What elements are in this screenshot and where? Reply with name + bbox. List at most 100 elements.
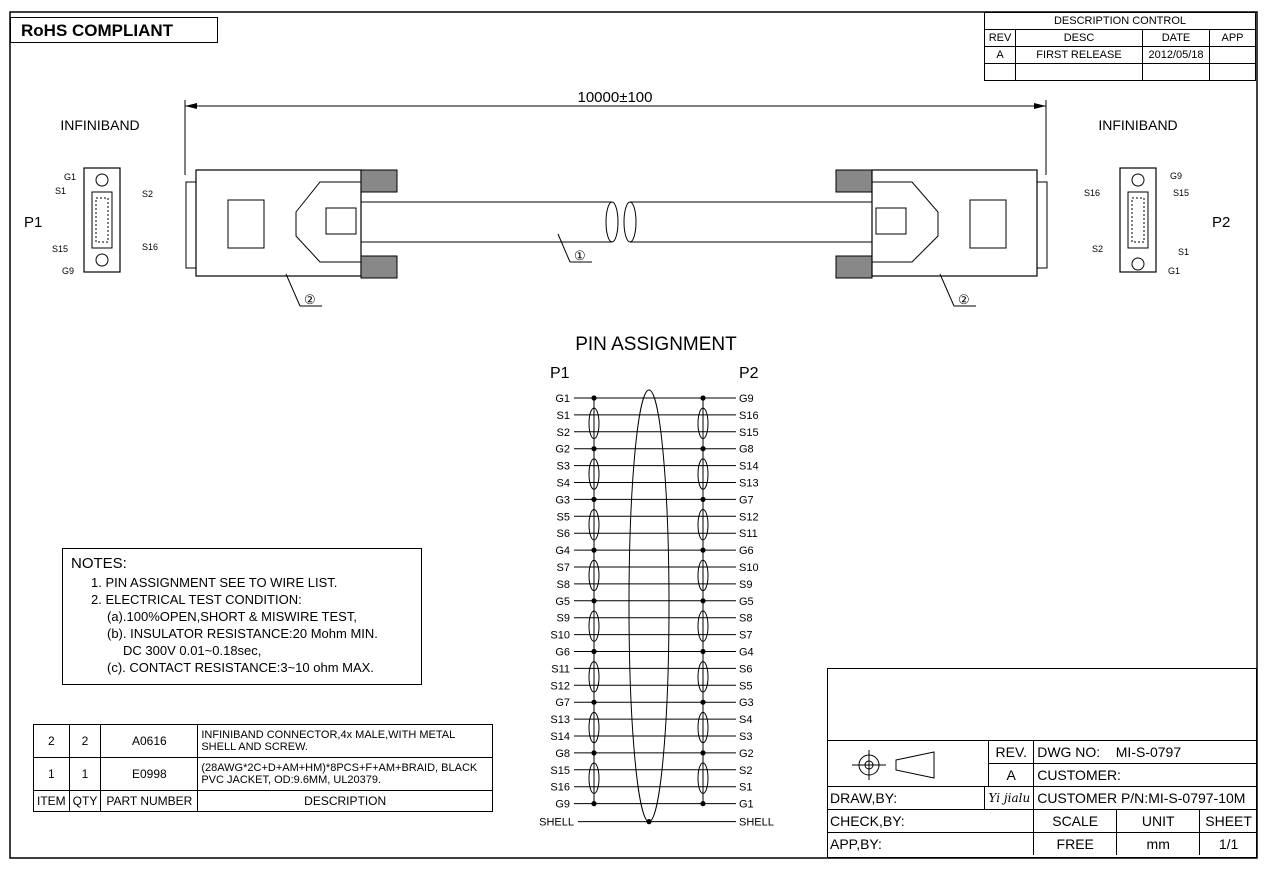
length-label: 10000±100 (578, 89, 653, 106)
pin-p2-label: P2 (739, 365, 759, 382)
p2-pin-label: SHELL (739, 817, 774, 829)
notes-box: NOTES: 1. PIN ASSIGNMENT SEE TO WIRE LIS… (62, 548, 422, 685)
length-dimension (184, 100, 1047, 175)
p2-pin-label: S4 (739, 714, 752, 726)
dc-rev: A (984, 46, 1016, 64)
bom-header-part: PART NUMBER (100, 790, 199, 812)
callout-2-left: ② (304, 292, 316, 307)
left-connector-body (185, 169, 398, 279)
p2-pin-label: S15 (739, 427, 759, 439)
bom-header-item: ITEM (33, 790, 70, 812)
p2-pin-s16: S16 (1084, 188, 1100, 198)
p1-pin-label: S1 (557, 410, 570, 422)
p2-pin-label: S3 (739, 731, 752, 743)
p2-pin-label: S1 (739, 782, 752, 794)
title-block: REV. DWG NO: MI-S-0797 A CUSTOMER: DRAW,… (827, 740, 1257, 855)
overall-shield-mark (628, 389, 670, 823)
draw-by-signature: Yi jialu (984, 786, 1035, 810)
p1-pin-label: S3 (557, 461, 570, 473)
unit-label: UNIT (1116, 809, 1201, 833)
dc-header-date: DATE (1142, 29, 1210, 47)
p1-pin-label: S16 (550, 782, 570, 794)
p1-pin-label: S14 (550, 731, 570, 743)
bom-part: A0616 (100, 724, 199, 758)
right-connector-body (835, 169, 1048, 279)
p2-pin-label: S14 (739, 461, 759, 473)
dc-desc: FIRST RELEASE (1015, 46, 1143, 64)
bom-header-desc: DESCRIPTION (197, 790, 493, 812)
dc-app (1209, 46, 1256, 64)
p1-pin-label: S9 (557, 613, 570, 625)
note-line: 2. ELECTRICAL TEST CONDITION: (91, 592, 302, 607)
note-line: (c). CONTACT RESISTANCE:3~10 ohm MAX. (107, 660, 374, 675)
p1-pin-label: S5 (557, 511, 570, 523)
customer-pn-label: CUSTOMER P/N: (1037, 790, 1149, 806)
p2-pin-g9: G9 (1170, 171, 1182, 181)
p2-pin-s15: S15 (1173, 188, 1189, 198)
p2-pin-label: G7 (739, 494, 754, 506)
p1-pin-label: G5 (555, 596, 570, 608)
p2-pin-label: G2 (739, 748, 754, 760)
p2-pin-label: G1 (739, 799, 754, 811)
p2-pin-label: S12 (739, 511, 759, 523)
p1-pin-label: G6 (555, 647, 570, 659)
description-control-table: DESCRIPTION CONTROL REV DESC DATE APP A … (984, 12, 1256, 81)
unit-value: mm (1116, 832, 1201, 855)
dwg-no: MI-S-0797 (1115, 744, 1182, 760)
p2-pin-label: S9 (739, 579, 752, 591)
p1-pin-label: S4 (557, 478, 570, 490)
callout-leaders (285, 233, 976, 307)
p2-pin-label: S10 (739, 562, 759, 574)
bom-qty: 1 (68, 757, 102, 791)
sheet-value: 1/1 (1199, 832, 1257, 855)
p1-connector-face (83, 167, 121, 273)
p2-pin-s2: S2 (1092, 244, 1103, 254)
bom-item: 1 (33, 757, 70, 791)
p2-pin-label: S8 (739, 613, 752, 625)
p2-pin-label: S7 (739, 630, 752, 642)
dc-header-app: APP (1209, 29, 1256, 47)
p2-pin-label: S13 (739, 478, 759, 490)
bom-part: E0998 (100, 757, 199, 791)
p1-pin-g9: G9 (62, 266, 74, 276)
check-by-label: CHECK,BY: (827, 809, 1035, 833)
bom-item: 2 (33, 724, 70, 758)
p1-pin-label: S6 (557, 528, 570, 540)
note-line: (b). INSULATOR RESISTANCE:20 Mohm MIN. (107, 626, 378, 641)
p2-pin-label: G6 (739, 545, 754, 557)
p1-label: P1 (24, 214, 42, 231)
dc-date: 2012/05/18 (1142, 46, 1210, 64)
rohs-badge: RoHS COMPLIANT (10, 17, 218, 43)
p1-pin-label: SHELL (539, 817, 574, 829)
bom-desc: (28AWG*2C+D+AM+HM)*8PCS+F+AM+BRAID, BLAC… (197, 757, 493, 791)
sheet-label: SHEET (1199, 809, 1257, 833)
p1-pin-label: S11 (551, 663, 570, 675)
callout-1: ① (574, 248, 586, 263)
notes-title: NOTES: (71, 555, 127, 572)
callout-2-right: ② (958, 292, 970, 307)
bom-header-qty: QTY (68, 790, 102, 812)
rev-value: A (988, 763, 1035, 787)
p1-pin-label: S13 (550, 714, 570, 726)
scale-label: SCALE (1033, 809, 1118, 833)
p2-pin-label: S11 (739, 528, 758, 540)
p1-pin-label: G1 (555, 393, 570, 405)
p1-pin-label: G4 (555, 545, 570, 557)
p2-label: P2 (1212, 214, 1230, 231)
note-line: (a).100%OPEN,SHORT & MISWIRE TEST, (107, 609, 357, 624)
p1-pin-label: G7 (555, 697, 570, 709)
pin-p1-label: P1 (550, 365, 570, 382)
p1-pin-s16: S16 (142, 242, 158, 252)
app-by-label: APP,BY: (827, 832, 1035, 855)
p2-pin-g1: G1 (1168, 266, 1180, 276)
dc-header-rev: REV (984, 29, 1016, 47)
p2-pin-label: S16 (739, 410, 759, 422)
p1-pin-s2: S2 (142, 189, 153, 199)
p1-pin-label: S2 (557, 427, 570, 439)
p2-pin-label: G3 (739, 697, 754, 709)
p1-pin-s15: S15 (52, 244, 68, 254)
scale-value: FREE (1033, 832, 1118, 855)
p1-pin-label: G9 (555, 799, 570, 811)
p2-pin-label: S5 (739, 680, 752, 692)
